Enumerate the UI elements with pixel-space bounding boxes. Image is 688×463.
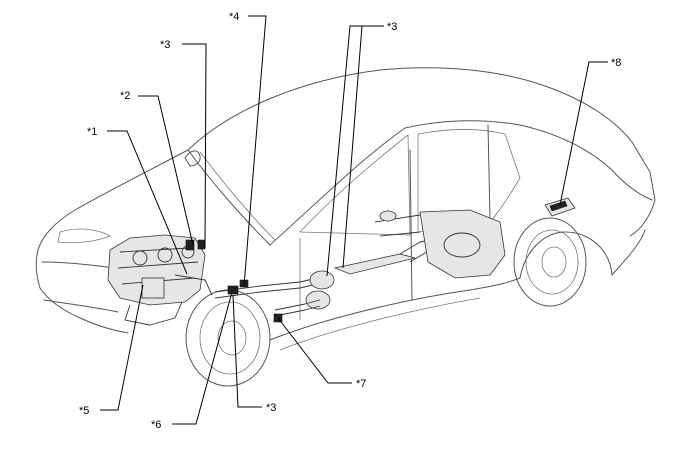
- callout-4: *4: [229, 11, 239, 23]
- callout-7: *7: [356, 378, 366, 390]
- car-body-outline: [35, 67, 656, 351]
- engine-sensor-3a: [197, 239, 206, 250]
- engine-sensor-2: [185, 239, 195, 251]
- callout-3-top-middle: *3: [387, 21, 397, 33]
- exhaust-system: [214, 237, 449, 317]
- callout-5: *5: [79, 405, 89, 417]
- rear-wheel: [513, 217, 587, 307]
- rear-module-8: [544, 197, 576, 217]
- sensor-unit-6: [227, 285, 239, 295]
- callout-8: *8: [611, 57, 621, 69]
- front-wheel: [185, 289, 271, 387]
- callout-3-bottom: *3: [266, 402, 276, 414]
- callout-6: *6: [151, 419, 161, 431]
- callout-3-top-left: *3: [160, 39, 170, 51]
- leader-lines: [100, 15, 608, 425]
- callout-1: *1: [87, 126, 97, 138]
- engine-assembly: [107, 234, 213, 326]
- fuel-tank: [374, 209, 506, 279]
- callout-2: *2: [120, 90, 130, 102]
